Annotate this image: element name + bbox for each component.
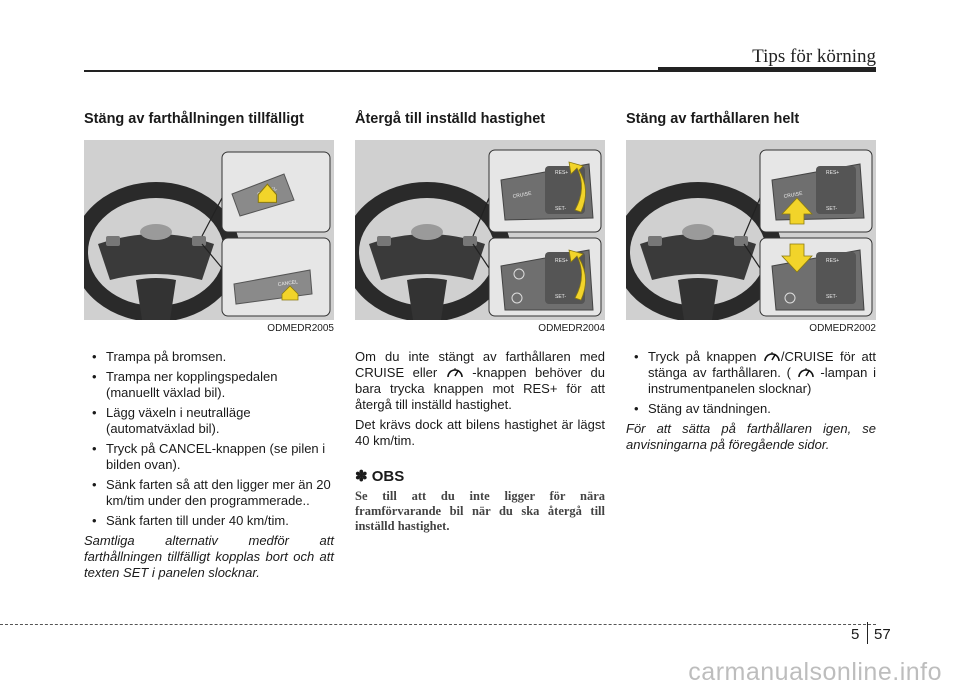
heading-temporary-off: Stäng av farthållningen tillfälligt [84,111,304,127]
resume-text-a: Om du inte stängt av farthållaren med CR… [355,349,605,380]
steering-wheel-illustration: CRUISE RES+ SET- RES+ SET- [355,140,605,320]
figure-code: ODMEDR2002 [809,323,876,334]
off-text-a: Tryck på knappen [648,349,757,364]
figure-label-cruise: CRUISE [512,191,532,200]
figure-code: ODMEDR2005 [267,323,334,334]
note-text: Samtliga alternativ medför att farthålln… [84,533,334,580]
footer-rule [0,624,876,626]
cruise-speedometer-icon [446,368,463,378]
figure-label-res-bottom: RES+ [555,258,568,264]
figure-res-button: CRUISE RES+ SET- RES+ SET- [355,140,605,320]
column-off: Stäng av farthållaren helt CRUISE RES+ S… [626,110,876,453]
list-item: Tryck på knappen /CRUISE för att stänga … [626,349,876,397]
figure-label-set-bottom: SET- [826,294,837,300]
list-item: Sänk farten till under 40 km/tim. [84,513,334,529]
resume-paragraph: Om du inte stängt av farthållaren med CR… [355,349,605,413]
list-item: Stäng av tändningen. [626,401,876,417]
list-item: Tryck på CANCEL-knappen (se pilen i bild… [84,441,334,473]
resume-text-b: -knappen behöver du bara trycka knappen … [355,365,605,412]
column-resume: Återgå till inställd hastighet CRUISE RE… [355,110,605,534]
chapter-number: 5 [851,626,860,643]
heading-cruise-off: Stäng av farthållaren helt [626,111,800,127]
bullet-list: Tryck på knappen /CRUISE för att stänga … [626,349,876,417]
off-text-c: -lampan i instrumentpanelen slocknar) [648,365,876,396]
bullet-list: Trampa på bromsen. Trampa ner kopplingsp… [84,349,334,529]
list-item: Trampa ner kopplingspedalen (manuellt vä… [84,369,334,401]
figure-label-set-bottom: SET- [555,294,566,300]
obs-body: Se till att du inte ligger för nära fram… [355,489,605,533]
figure-label-res-bottom: RES+ [826,258,839,264]
cruise-indicator-icon [797,368,814,378]
figure-label-set-top: SET- [555,206,566,212]
header-accent-bar [658,67,876,72]
page-number: 57 [874,626,891,643]
heading-resume-speed: Återgå till inställd hastighet [355,111,546,127]
note-text: För att sätta på farthållaren igen, se a… [626,421,876,452]
watermark: carmanualsonline.info [688,658,942,686]
figure-cruise-off: CRUISE RES+ SET- RES+ SET- [626,140,876,320]
cruise-speedometer-icon [764,352,780,362]
figure-label-res-top: RES+ [826,170,839,176]
list-item: Trampa på bromsen. [84,349,334,365]
obs-title: ✽ OBS [355,468,405,485]
list-item: Sänk farten så att den ligger mer än 20 … [84,477,334,509]
section-title: Tips för körning [752,46,876,67]
figure-label-cruise: CRUISE [783,191,803,200]
page-separator [867,622,868,644]
list-item: Lägg växeln i neutralläge (automatväxlad… [84,405,334,437]
speed-requirement-paragraph: Det krävs dock att bilens hastighet är l… [355,417,605,448]
figure-label-res-top: RES+ [555,170,568,176]
steering-wheel-illustration: CRUISE RES+ SET- RES+ SET- [626,140,876,320]
steering-wheel-illustration: CANCEL CANCEL [84,140,334,320]
header-rule [84,70,876,72]
off-text-b: /CRUISE för att stänga av farthållaren. … [648,349,876,380]
figure-cancel-button: CANCEL CANCEL [84,140,334,320]
column-cancel: Stäng av farthållningen tillfälligt CANC… [84,110,334,581]
figure-code: ODMEDR2004 [538,323,605,334]
figure-label-cancel-bottom: CANCEL [277,279,298,288]
figure-label-set-top: SET- [826,206,837,212]
